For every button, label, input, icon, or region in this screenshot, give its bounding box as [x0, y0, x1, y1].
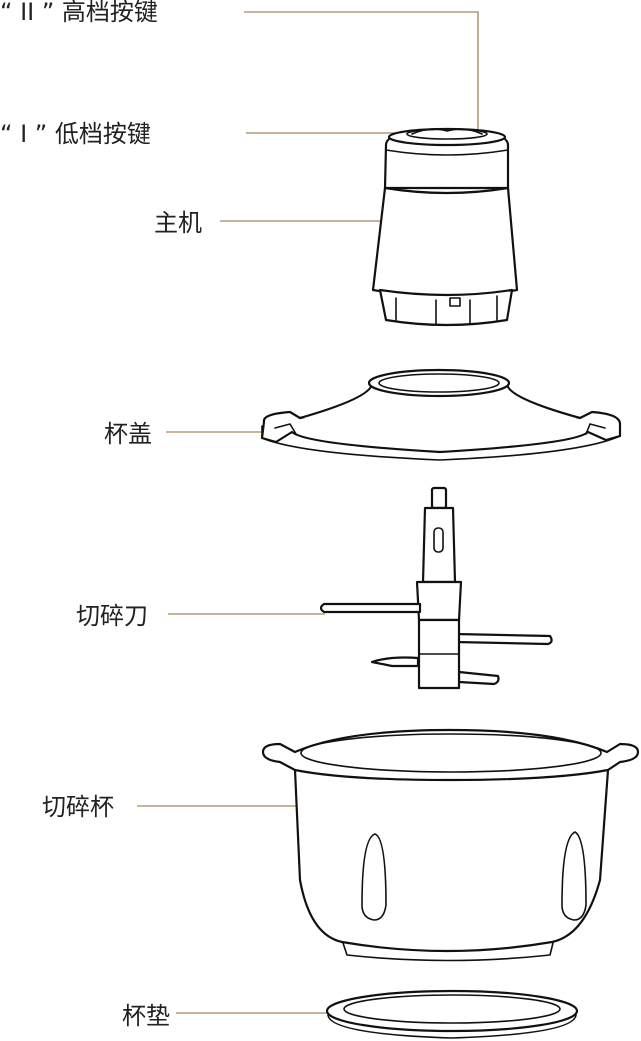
main-unit-illustration — [371, 127, 519, 327]
label-bowl: 切碎杯 — [42, 793, 114, 821]
pad-illustration — [325, 989, 579, 1039]
label-blade: 切碎刀 — [76, 602, 148, 630]
label-pad: 杯垫 — [122, 1002, 170, 1030]
lid-illustration — [260, 368, 622, 461]
blade-illustration — [319, 486, 553, 690]
label-main-unit: 主机 — [154, 209, 202, 237]
label-low-button: “ I ” 低档按键 — [0, 120, 151, 148]
label-lid: 杯盖 — [104, 420, 152, 448]
bowl-illustration — [261, 728, 640, 962]
leader-high-button — [244, 11, 479, 131]
label-high-button: “ II ” 高档按键 — [0, 0, 158, 26]
leader-lines — [137, 11, 479, 1014]
